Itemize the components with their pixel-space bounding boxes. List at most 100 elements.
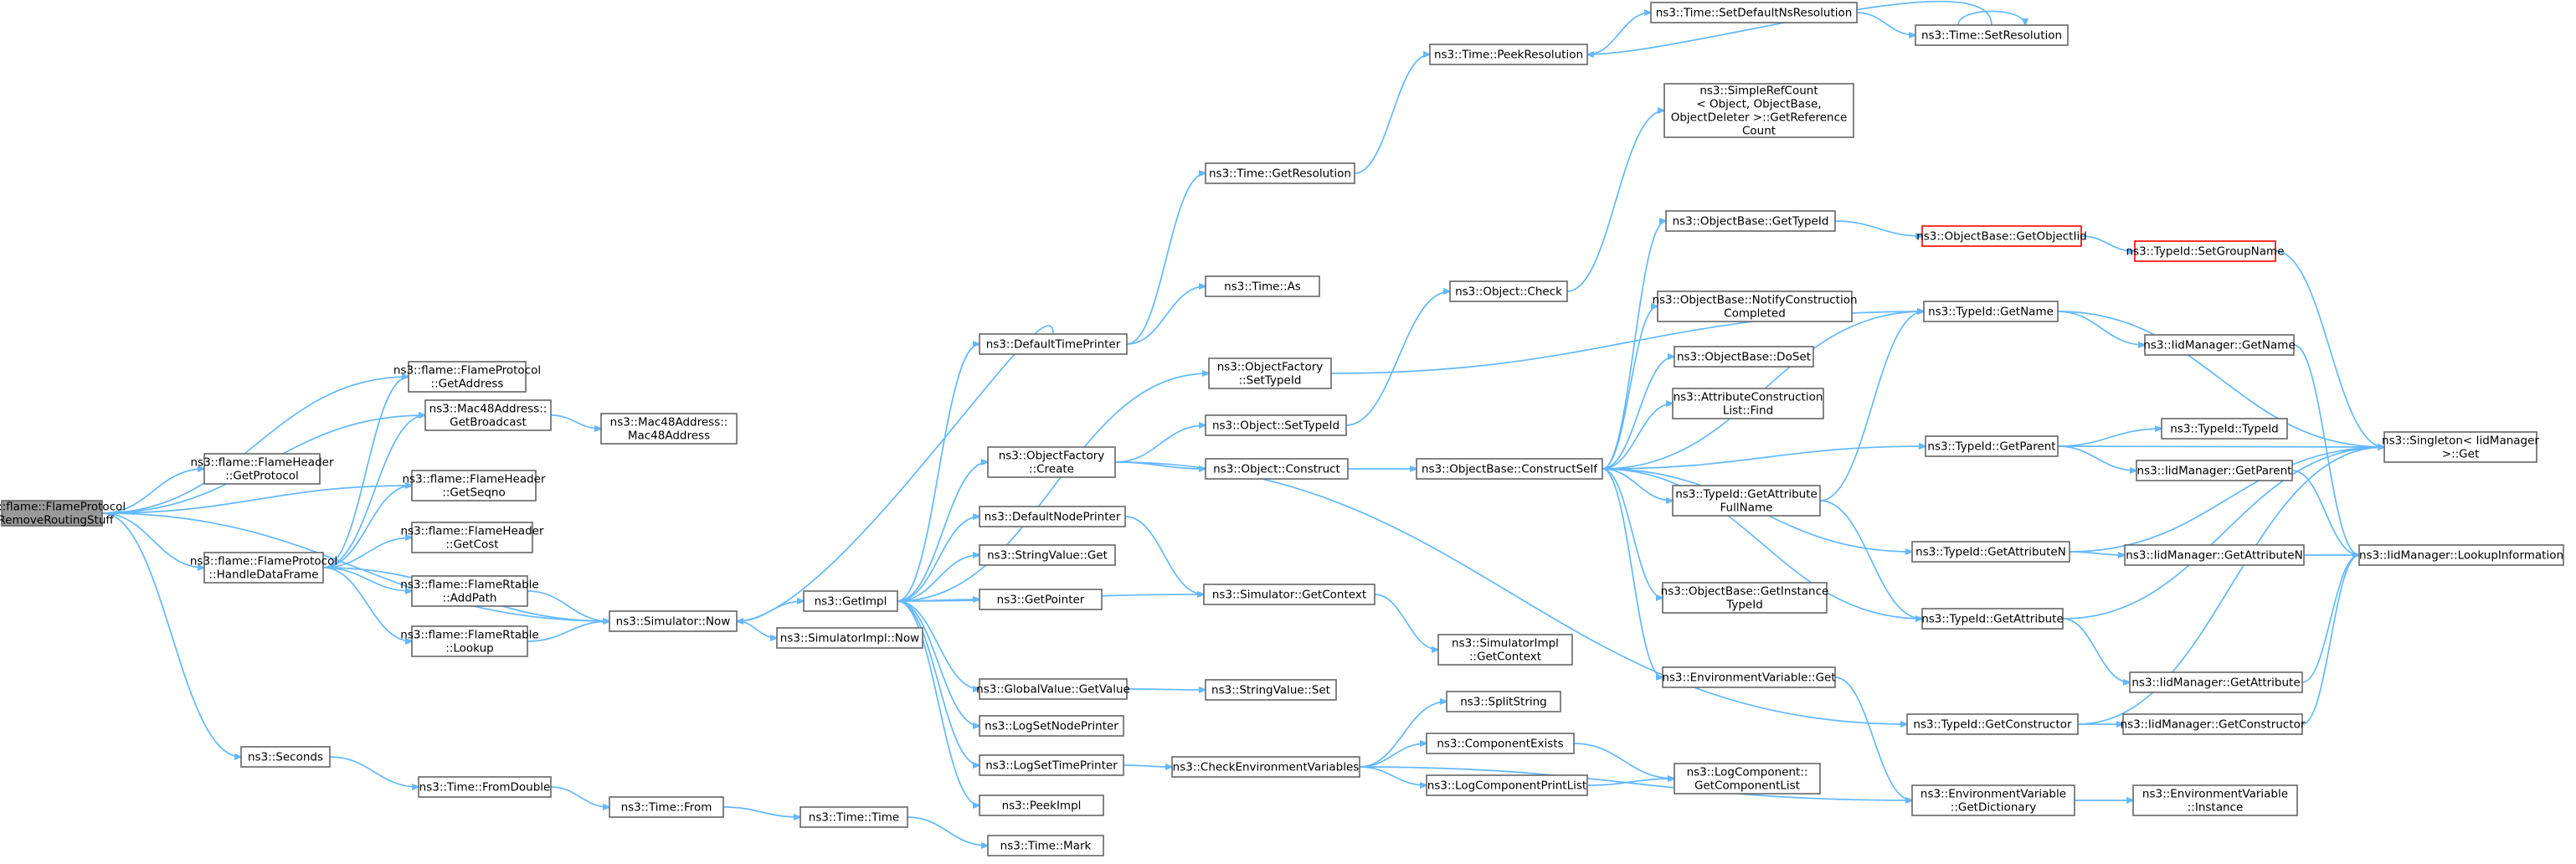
node-box [1205,275,1320,297]
node-ns3-defaultnodeprinter[interactable]: ns3::DefaultNodePrinter [979,506,1126,527]
node-ns3-iidmanager-getconstructor[interactable]: ns3::IidManager::GetConstructor [2121,713,2306,735]
node-ns3-object-check[interactable]: ns3::Object::Check [1449,280,1568,302]
node-ns3-simulator-now[interactable]: ns3::Simulator::Now [609,610,738,632]
edge-n37-n55 [1602,446,1926,470]
node-ns3-flame-flameheader-getseqno[interactable]: ns3::flame::FlameHeader::GetSeqno [402,470,546,501]
node-label-line: ns3::ComponentExists [1437,738,1563,751]
node-ns3-logcomponentprintlist[interactable]: ns3::LogComponentPrintList [1426,774,1588,796]
node-ns3-objectbase-constructself[interactable]: ns3::ObjectBase::ConstructSelf [1416,458,1603,480]
node-ns3-checkenvironmentvariables[interactable]: ns3::CheckEnvironmentVariables [1171,756,1360,778]
node-label-line: ::RemoveRoutingStuff [0,514,114,527]
node-ns3-logsetnodeprinter[interactable]: ns3::LogSetNodePrinter [979,715,1124,737]
node-ns3-object-settypeid[interactable]: ns3::Object::SetTypeId [1205,414,1347,436]
edge-n25-n34 [1123,765,1172,767]
node-box [987,835,1104,856]
node-ns3-typeid-getname[interactable]: ns3::TypeId::GetName [1923,301,2059,322]
node-box [418,776,552,798]
node-ns3-seconds[interactable]: ns3::Seconds [240,746,331,768]
node-ns3-singleton-iidmanager-get[interactable]: ns3::Singleton< IidManager>::Get [2382,431,2539,463]
node-box [1205,458,1349,480]
node-ns3-simulatorimpl-getcontext[interactable]: ns3::SimulatorImpl::GetContext [1437,634,1573,666]
node-ns3-time-as[interactable]: ns3::Time::As [1205,275,1320,297]
node-box [411,470,537,501]
node-label-line: ns3::Object::Check [1455,285,1562,299]
node-ns3-mac48address-getbroadcast[interactable]: ns3::Mac48Address::GetBroadcast [424,399,552,431]
node-ns3-simplerefcount-object-objectbase-objectdeleter-getreference-count[interactable]: ns3::SimpleRefCount< Object, ObjectBase,… [1663,83,1854,138]
node-ns3-iidmanager-getparent[interactable]: ns3::IidManager::GetParent [2136,460,2293,481]
node-ns3-defaulttimeprinter[interactable]: ns3::DefaultTimePrinter [979,333,1128,355]
node-ns3-mac48address-mac48address[interactable]: ns3::Mac48Address::Mac48Address [600,413,738,445]
node-ns3-typeid-getparent[interactable]: ns3::TypeId::GetParent [1925,435,2059,457]
node-ns3-time-from[interactable]: ns3::Time::From [609,796,724,818]
node-ns3-objectfactory-create[interactable]: ns3::ObjectFactory::Create [987,446,1116,478]
node-box [1205,162,1355,184]
node-ns3-getpointer[interactable]: ns3::GetPointer [979,589,1103,610]
edge-n37-n45 [1602,306,1658,470]
node-ns3-time-setdefaultnsresolution[interactable]: ns3::Time::SetDefaultNsResolution [1650,2,1858,23]
node-label-line: ns3::Time::Mark [1000,840,1092,853]
node-ns3-typeid-getattribute[interactable]: ns3::TypeId::GetAttribute [1921,608,2064,630]
node-ns3-typeid-getconstructor[interactable]: ns3::TypeId::GetConstructor [1906,713,2079,735]
node-ns3-time-mark[interactable]: ns3::Time::Mark [987,835,1104,856]
node-label-line: ns3::IidManager::GetAttributeN [2126,549,2302,563]
node-ns3-iidmanager-lookupinformation[interactable]: ns3::IidManager::LookupInformation [2358,544,2564,566]
node-ns3-logcomponent-getcomponentlist[interactable]: ns3::LogComponent::GetComponentList [1674,763,1821,795]
node-ns3-peekimpl[interactable]: ns3::PeekImpl [979,795,1104,816]
node-ns3-environmentvariable-getdictionary[interactable]: ns3::EnvironmentVariable::GetDictionary [1911,784,2075,816]
node-box [1449,280,1568,302]
node-ns3-objectbase-gettypeid[interactable]: ns3::ObjectBase::GetTypeId [1665,210,1836,232]
node-ns3-typeid-typeid[interactable]: ns3::TypeId::TypeId [2161,418,2288,440]
node-ns3-object-construct[interactable]: ns3::Object::Construct [1205,458,1349,480]
node-label-line: ns3::DefaultNodePrinter [985,511,1121,524]
node-box [411,575,528,607]
node-label-line: ns3::Seconds [248,751,323,764]
node-box [1674,346,1814,368]
node-ns3-iidmanager-getattributen[interactable]: ns3::IidManager::GetAttributeN [2124,544,2305,566]
node-ns3-componentexists[interactable]: ns3::ComponentExists [1426,733,1575,754]
node-label-line: GetComponentList [1694,779,1800,793]
node-ns3-flame-flameprotocol-getaddress[interactable]: ns3::flame::FlameProtocol::GetAddress [393,361,541,393]
node-ns3-flame-flameheader-getcost[interactable]: ns3::flame::FlameHeader::GetCost [400,522,544,553]
edge-n16-n20 [897,517,979,602]
edge-n32-n38 [1374,594,1438,650]
node-ns3-stringvalue-get[interactable]: ns3::StringValue::Get [979,544,1116,566]
node-ns3-flame-flameprotocol-removeroutingstuff[interactable]: ns3::flame::FlameProtocol::RemoveRouting… [0,500,126,527]
node-ns3-time-time[interactable]: ns3::Time::Time [800,806,908,828]
node-ns3-logsettimeprinter[interactable]: ns3::LogSetTimePrinter [979,754,1124,776]
node-ns3-objectbase-getobjectiid[interactable]: ns3::ObjectBase::GetObjectIid [1916,225,2087,247]
node-ns3-flame-flamertable-addpath[interactable]: ns3::flame::FlameRtable::AddPath [400,575,539,607]
node-label-line: Mac48Address [628,429,710,443]
edge-n65-n69 [2301,555,2359,683]
node-ns3-getimpl[interactable]: ns3::GetImpl [803,590,898,612]
node-ns3-simulator-getcontext[interactable]: ns3::Simulator::GetContext [1203,584,1375,605]
node-label-line: GetBroadcast [450,416,527,429]
node-ns3-time-fromdouble[interactable]: ns3::Time::FromDouble [418,776,552,798]
node-box [1437,634,1573,666]
edge-n37-n48 [1602,468,1673,501]
node-ns3-objectbase-doset[interactable]: ns3::ObjectBase::DoSet [1674,346,1814,368]
edge-n37-n57 [1602,468,1922,619]
edge-n57-n65 [2062,618,2130,682]
node-ns3-flame-flamertable-lookup[interactable]: ns3::flame::FlameRtable::Lookup [400,625,539,657]
node-label-line: ns3::Time::SetDefaultNsResolution [1656,7,1853,20]
node-ns3-time-peekresolution[interactable]: ns3::Time::PeekResolution [1429,44,1588,65]
node-ns3-time-getresolution[interactable]: ns3::Time::GetResolution [1205,162,1355,184]
node-ns3-typeid-setgroupname[interactable]: ns3::TypeId::SetGroupName [2126,240,2285,262]
node-ns3-objectbase-notifyconstruction-completed[interactable]: ns3::ObjectBase::NotifyConstructionCompl… [1652,291,1858,322]
node-ns3-globalvalue-getvalue[interactable]: ns3::GlobalValue::GetValue [976,678,1130,700]
node-ns3-environmentvariable-instance[interactable]: ns3::EnvironmentVariable::Instance [2132,784,2298,816]
node-ns3-objectfactory-settypeid[interactable]: ns3::ObjectFactory::SetTypeId [1208,357,1332,389]
node-ns3-time-setresolution[interactable]: ns3::Time::SetResolution [1915,24,2069,46]
node-ns3-iidmanager-getname[interactable]: ns3::IidManager::GetName [2143,334,2296,356]
node-ns3-simulatorimpl-now[interactable]: ns3::SimulatorImpl::Now [776,627,923,649]
node-ns3-splitstring[interactable]: ns3::SplitString [1446,691,1561,712]
node-ns3-flame-flameheader-getprotocol[interactable]: ns3::flame::FlameHeader::GetProtocol [190,453,334,485]
node-ns3-flame-flameprotocol-handledataframe[interactable]: ns3::flame::FlameProtocol::HandleDataFra… [190,552,337,584]
node-ns3-typeid-getattributen[interactable]: ns3::TypeId::GetAttributeN [1911,541,2070,563]
node-ns3-stringvalue-set[interactable]: ns3::StringValue::Set [1205,679,1337,701]
node-ns3-iidmanager-getattribute[interactable]: ns3::IidManager::GetAttribute [2129,671,2303,693]
node-ns3-environmentvariable-get[interactable]: ns3::EnvironmentVariable::Get [1662,666,1836,688]
